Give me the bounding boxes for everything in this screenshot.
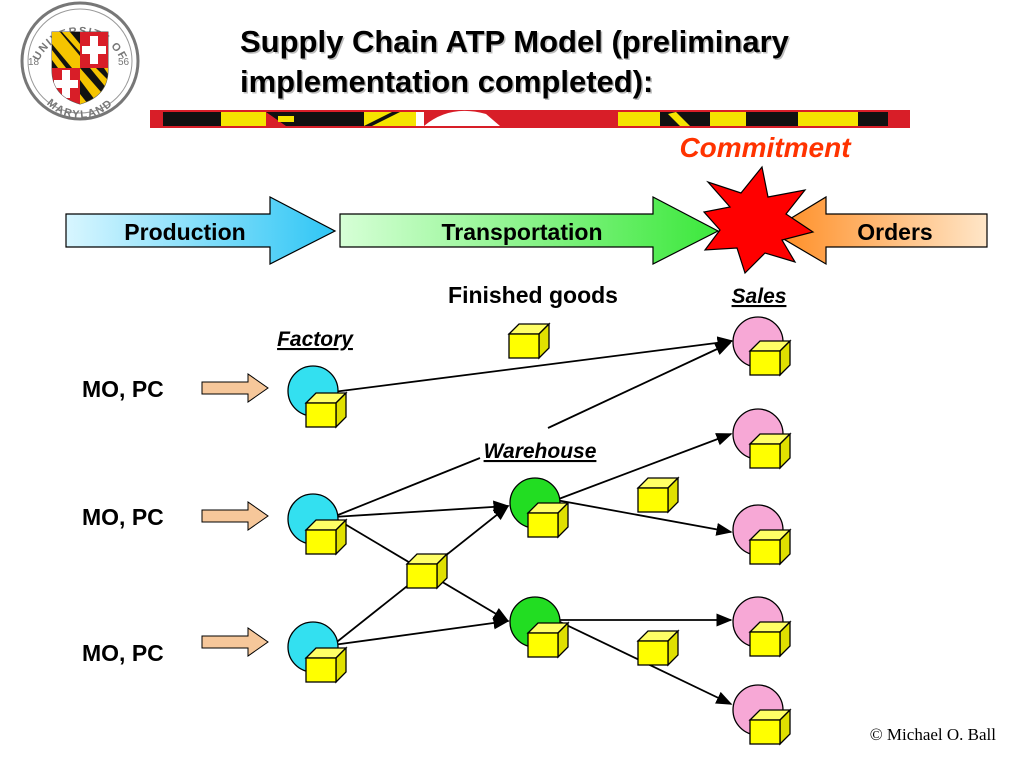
copyright: © Michael O. Ball bbox=[869, 725, 996, 744]
orders-arrow: Orders bbox=[768, 195, 988, 266]
transportation-label: Transportation bbox=[441, 219, 602, 245]
warehouse-node bbox=[509, 477, 569, 538]
edge-factory2-warehouse1 bbox=[332, 500, 510, 518]
production-arrow: Production bbox=[65, 196, 337, 265]
factory-node bbox=[287, 493, 347, 555]
finished-goods-label: Finished goods bbox=[448, 282, 618, 308]
box-icon bbox=[305, 519, 347, 555]
edge-warehouse1-sales2 bbox=[555, 433, 733, 501]
transit-box-icon bbox=[637, 630, 679, 666]
sales-node bbox=[732, 684, 791, 745]
box-icon bbox=[527, 622, 569, 658]
box-icon bbox=[527, 502, 569, 538]
transit-box-icon bbox=[637, 477, 679, 513]
sales-node bbox=[732, 596, 791, 657]
title-line-1: Supply Chain ATP Model (preliminary bbox=[240, 24, 789, 59]
sales-node bbox=[732, 408, 791, 469]
edge-warehouse1-sales3 bbox=[555, 499, 733, 536]
box-icon bbox=[749, 340, 791, 376]
warehouse-label: Warehouse bbox=[484, 440, 597, 463]
transportation-arrow: Transportation bbox=[339, 196, 720, 265]
factory-label: Factory bbox=[277, 328, 354, 351]
production-label: Production bbox=[124, 219, 245, 245]
box-icon bbox=[749, 433, 791, 469]
box-icon bbox=[749, 529, 791, 565]
edge-to-sales1 bbox=[547, 342, 732, 429]
edge-factory2-up bbox=[332, 457, 481, 518]
factory-node bbox=[287, 365, 347, 428]
finished-goods-box-icon bbox=[508, 323, 550, 359]
commitment-starburst-icon bbox=[702, 165, 815, 275]
box-icon bbox=[305, 392, 347, 428]
logo-shield-icon bbox=[51, 31, 109, 105]
input-label-2: MO, PC bbox=[82, 504, 164, 530]
factory-node bbox=[287, 621, 347, 683]
warehouse-node bbox=[509, 596, 569, 658]
university-logo: UNIVERSITY OF MARYLAND 18 56 bbox=[20, 1, 140, 121]
input-arrow-3 bbox=[201, 627, 269, 657]
input-arrow-2 bbox=[201, 501, 269, 531]
logo-year-left: 18 bbox=[28, 57, 40, 68]
box-icon bbox=[749, 621, 791, 657]
input-label-1: MO, PC bbox=[82, 376, 164, 402]
edge-factory3-warehouse2 bbox=[332, 616, 510, 646]
commitment-label: Commitment bbox=[679, 132, 852, 163]
transit-box-icon bbox=[406, 553, 448, 589]
orders-label: Orders bbox=[857, 219, 932, 245]
input-arrow-1 bbox=[201, 373, 269, 403]
box-icon bbox=[749, 709, 791, 745]
title-line-2: implementation completed): bbox=[240, 64, 654, 99]
box-icon bbox=[305, 647, 347, 683]
logo-year-right: 56 bbox=[118, 57, 130, 68]
input-label-3: MO, PC bbox=[82, 640, 164, 666]
edge-factory1-sales1 bbox=[332, 336, 734, 393]
sales-label: Sales bbox=[732, 285, 787, 308]
sales-node bbox=[732, 316, 791, 376]
sales-node bbox=[732, 504, 791, 565]
slide-title: Supply Chain ATP Model (preliminary impl… bbox=[240, 22, 980, 102]
flag-band bbox=[150, 110, 910, 128]
